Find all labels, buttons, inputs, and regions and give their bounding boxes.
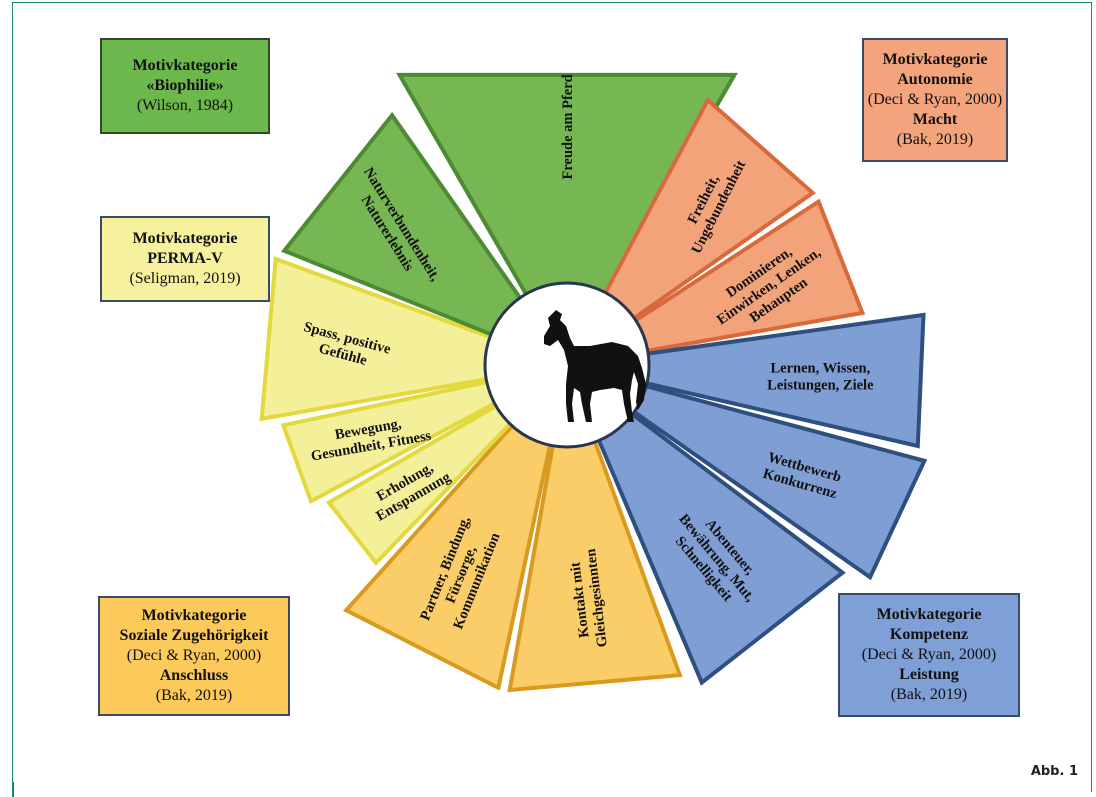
segment-label-line: Lernen, Wissen,: [770, 361, 870, 377]
box-sozial-subtitle: Soziale Zugehörigkeit: [119, 627, 269, 644]
box-biophilie: Motivkategorie «Biophilie» (Wilson, 1984…: [100, 38, 270, 134]
center-circle: [483, 281, 651, 449]
box-kompetenz-title: Motivkategorie: [876, 606, 982, 623]
segment-label-freude: Freude am Pferd: [560, 74, 576, 179]
box-kompetenz: Motivkategorie Kompetenz (Deci & Ryan, 2…: [838, 593, 1020, 717]
box-sozial-subtitle2: Anschluss: [159, 667, 229, 684]
box-kompetenz-ref2: (Bak, 2019): [890, 686, 968, 703]
box-perma-title: Motivkategorie: [132, 230, 238, 247]
box-autonomie-subtitle: Autonomie: [897, 71, 973, 88]
box-sozial-ref: (Deci & Ryan, 2000): [126, 647, 262, 664]
box-autonomie-subtitle2: Macht: [912, 111, 958, 128]
box-kompetenz-subtitle: Kompetenz: [889, 626, 969, 643]
box-autonomie: Motivkategorie Autonomie (Deci & Ryan, 2…: [862, 38, 1008, 162]
segment-label-line: Leistungen, Ziele: [767, 378, 874, 394]
box-perma-subtitle: PERMA-V: [147, 250, 223, 267]
box-perma-ref: (Seligman, 2019): [129, 270, 241, 287]
figure-frame-edge: [12, 782, 14, 797]
segment-label-lernen: Lernen, Wissen,Leistungen, Ziele: [767, 361, 874, 394]
box-biophilie-ref: (Wilson, 1984): [136, 97, 234, 114]
box-biophilie-subtitle: «Biophilie»: [146, 77, 224, 94]
figure-frame: [12, 2, 1092, 792]
box-biophilie-title: Motivkategorie: [132, 57, 238, 74]
wheel-segments: [259, 72, 928, 693]
box-perma: Motivkategorie PERMA-V (Seligman, 2019): [100, 216, 270, 302]
horse-silhouette-icon: [544, 310, 646, 422]
box-kompetenz-ref: (Deci & Ryan, 2000): [861, 646, 997, 663]
figure-label: Abb. 1: [1030, 764, 1078, 779]
segment-label-line: Freude am Pferd: [560, 74, 576, 179]
box-kompetenz-subtitle2: Leistung: [899, 666, 959, 683]
box-autonomie-title: Motivkategorie: [882, 51, 988, 68]
box-autonomie-ref2: (Bak, 2019): [896, 131, 974, 148]
box-sozial: Motivkategorie Soziale Zugehörigkeit (De…: [98, 596, 290, 716]
box-autonomie-ref: (Deci & Ryan, 2000): [867, 91, 1003, 108]
box-sozial-ref2: (Bak, 2019): [155, 687, 233, 704]
box-sozial-title: Motivkategorie: [141, 607, 247, 624]
